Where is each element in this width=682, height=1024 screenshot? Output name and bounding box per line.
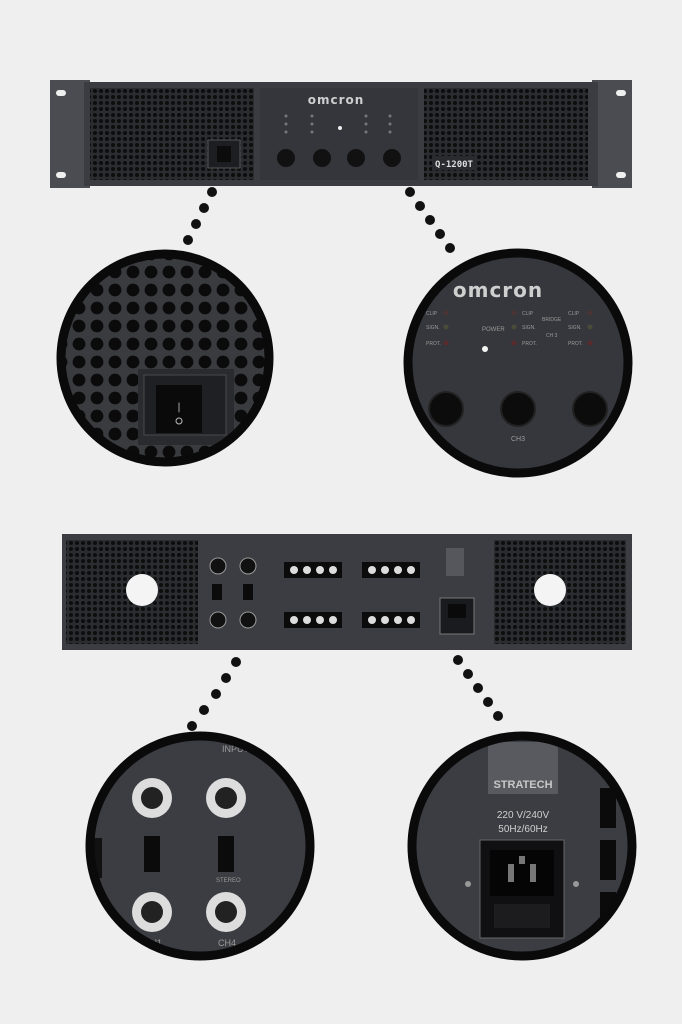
svg-text:|: | xyxy=(176,402,182,413)
label-clip-3: CLIP xyxy=(568,311,580,317)
zoom-knobs xyxy=(428,391,608,427)
knob-zoom-1[interactable] xyxy=(428,391,464,427)
fan-right xyxy=(534,574,566,606)
zoom-ring xyxy=(85,731,315,961)
stratech-logo xyxy=(488,742,558,794)
label-sign-2: SIGN. xyxy=(522,325,536,331)
knob-label-ch3: CH3 xyxy=(511,436,525,443)
model-badge: Q-1200T xyxy=(435,160,474,170)
input-jack-4[interactable] xyxy=(239,611,257,629)
input-jack-1[interactable] xyxy=(209,557,227,575)
stereo-switch-1[interactable] xyxy=(212,584,222,600)
zoom-ring xyxy=(56,249,274,467)
input-jack-3[interactable] xyxy=(209,611,227,629)
power-spec-voltage: 220 V/240V xyxy=(497,810,550,821)
gain-knob-3[interactable] xyxy=(347,149,365,167)
label-sign-3: SIGN. xyxy=(568,325,582,331)
knob-zoom-3[interactable] xyxy=(572,391,608,427)
label-clip-1: CLIP xyxy=(426,311,438,317)
indicator-leds xyxy=(443,310,593,346)
rear-connectors xyxy=(187,655,503,731)
label-ch4: CH4 xyxy=(218,938,236,948)
zoom-front-controls: omcron CLIP SIGN. PROT. CLIP BRIDGE SIGN… xyxy=(403,248,633,478)
front-knobs xyxy=(277,149,401,167)
gain-knob-1[interactable] xyxy=(277,149,295,167)
label-ch3-mid: CH 3 xyxy=(546,333,558,339)
stereo-switch-2[interactable] xyxy=(243,584,253,600)
label-prot-1: PROT. xyxy=(426,341,441,347)
rear-panel xyxy=(62,534,632,650)
zoom-power-switch: | xyxy=(56,249,274,467)
label-sign-1: SIGN. xyxy=(426,325,440,331)
front-panel: omcron Q-1200T xyxy=(50,80,632,188)
fan-left xyxy=(126,574,158,606)
zoom-jacks xyxy=(132,778,246,932)
zoom-ring xyxy=(407,731,637,961)
power-spec-frequency: 50Hz/60Hz xyxy=(498,824,547,835)
speaker-terminals xyxy=(284,562,420,628)
stereo-switch-zoom-1[interactable] xyxy=(144,836,160,872)
brand-logo-small: omcron xyxy=(308,93,365,107)
rear-inputs xyxy=(209,557,257,629)
label-stereo: STEREO xyxy=(216,878,241,884)
brand-logo: omcron xyxy=(453,278,543,302)
rack-ear-left xyxy=(50,80,90,188)
zoom-power-inlet: STRATECH 220 V/240V 50Hz/60Hz xyxy=(407,731,637,961)
input-jack-2[interactable] xyxy=(239,557,257,575)
stratech-text: STRATECH xyxy=(493,779,552,791)
zoom-inputs: INPUT STEREO CH1 CH4 INPUT xyxy=(85,731,315,961)
power-label: POWER xyxy=(482,327,505,333)
label-input-top: INPUT xyxy=(222,744,250,754)
power-led-zoom xyxy=(482,346,488,352)
stratech-logo-small xyxy=(446,548,464,576)
gain-knob-4[interactable] xyxy=(383,149,401,167)
label-bridge: BRIDGE xyxy=(542,317,562,323)
power-led xyxy=(338,126,342,130)
stereo-switch-zoom-2[interactable] xyxy=(218,836,234,872)
fuse-drawer[interactable] xyxy=(494,904,550,928)
label-clip-2: CLIP xyxy=(522,311,534,317)
gain-knob-2[interactable] xyxy=(313,149,331,167)
zoom-ring xyxy=(403,248,633,478)
label-prot-3: PROT. xyxy=(568,341,583,347)
rack-ear-right xyxy=(592,80,632,188)
label-prot-2: PROT. xyxy=(522,341,537,347)
knob-zoom-2[interactable] xyxy=(500,391,536,427)
side-vent-slot-right xyxy=(600,788,616,828)
